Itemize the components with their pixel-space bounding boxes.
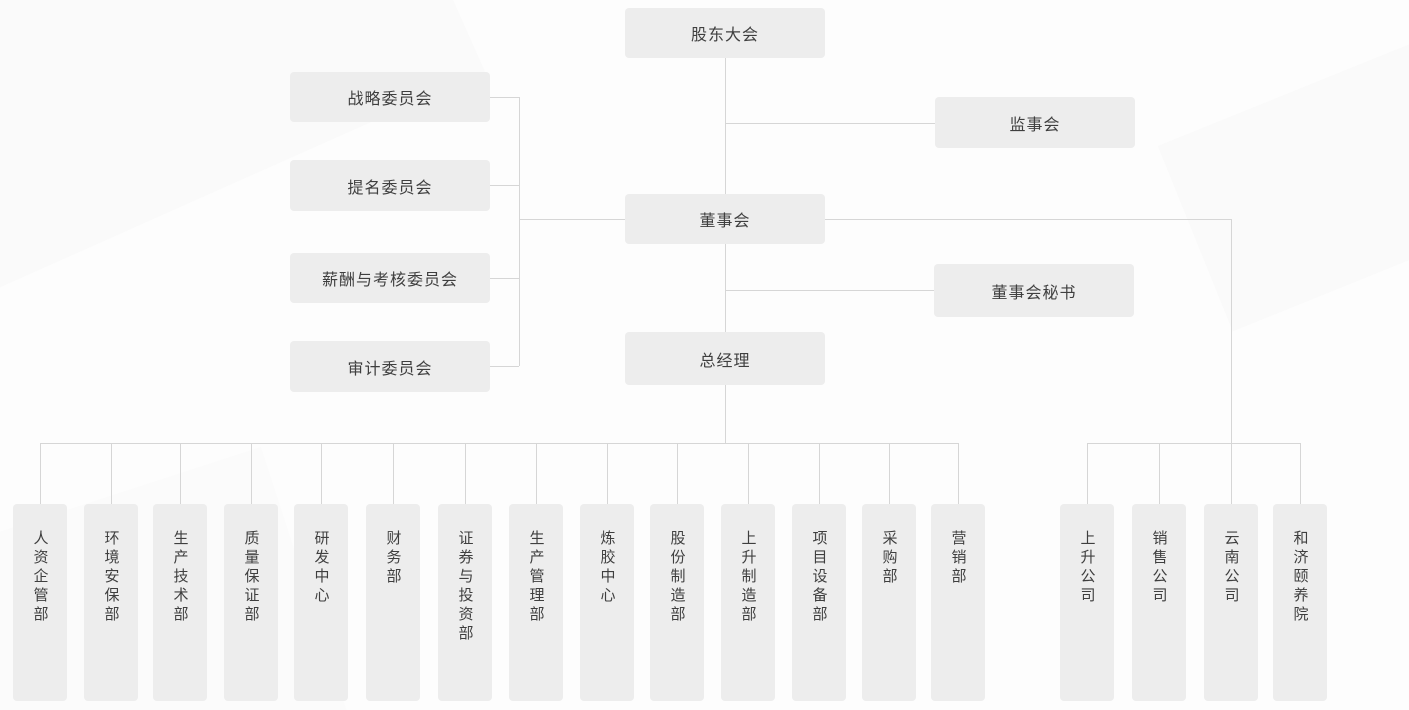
node-nomination-committee: 提名委员会: [290, 160, 490, 211]
dept-shangsheng-manufacturing: 上升制造部: [721, 504, 775, 701]
connector-drop-dept-8: [536, 443, 537, 504]
connector-committees-board: [519, 219, 625, 220]
connector-supervisory: [725, 123, 935, 124]
node-label: 研发中心: [312, 530, 330, 606]
dept-quality-assurance: 质量保证部: [224, 504, 278, 701]
dept-finance: 财务部: [366, 504, 420, 701]
background-wedge-right: [1157, 0, 1409, 332]
connector-drop-dept-5: [321, 443, 322, 504]
connector-drop-dept-3: [180, 443, 181, 504]
connector-shareholders-board: [725, 58, 726, 194]
connector-drop-dept-14: [958, 443, 959, 504]
node-label: 生产管理部: [527, 530, 545, 625]
node-label: 证券与投资部: [456, 530, 474, 644]
connector-drop-dept-12: [819, 443, 820, 504]
dept-rd-center: 研发中心: [294, 504, 348, 701]
node-label: 项目设备部: [810, 530, 828, 625]
node-label: 和济颐养院: [1291, 530, 1309, 625]
dept-production-tech: 生产技术部: [153, 504, 207, 701]
node-label: 上升制造部: [739, 530, 757, 625]
connector-drop-dept-4: [251, 443, 252, 504]
connector-remuneration-stub: [490, 278, 519, 279]
connector-subsidiaries-bus: [1087, 443, 1300, 444]
node-label: 上升公司: [1078, 530, 1096, 606]
connector-committees-bus: [519, 97, 520, 366]
node-general-manager: 总经理: [625, 332, 825, 385]
connector-audit-stub: [490, 366, 519, 367]
dept-hr-admin: 人资企管部: [13, 504, 67, 701]
connector-drop-dept-11: [748, 443, 749, 504]
node-remuneration-appraisal-committee: 薪酬与考核委员会: [290, 253, 490, 303]
node-shareholders-meeting: 股东大会: [625, 8, 825, 58]
node-board-of-directors: 董事会: [625, 194, 825, 244]
node-label: 监事会: [1009, 116, 1061, 134]
node-label: 提名委员会: [347, 179, 433, 197]
connector-board-gm: [725, 244, 726, 332]
node-label: 营销部: [949, 530, 967, 587]
connector-right-branch-down: [1231, 219, 1232, 443]
node-label: 采购部: [880, 530, 898, 587]
node-label: 云南公司: [1222, 530, 1240, 606]
connector-board-right-branch: [825, 219, 1231, 220]
sub-yunnan-company: 云南公司: [1204, 504, 1258, 701]
dept-gufen-manufacturing: 股份制造部: [650, 504, 704, 701]
connector-drop-sub-1: [1087, 443, 1088, 504]
node-label: 薪酬与考核委员会: [321, 272, 458, 289]
node-label: 炼胶中心: [598, 530, 616, 606]
node-label: 战略委员会: [347, 91, 433, 108]
node-strategy-committee: 战略委员会: [290, 72, 490, 122]
node-label: 总经理: [699, 352, 751, 370]
connector-drop-sub-3: [1231, 443, 1232, 504]
connector-nomination-stub: [490, 185, 519, 186]
connector-secretary: [725, 290, 934, 291]
connector-gm-down: [725, 385, 726, 443]
connector-drop-dept-7: [465, 443, 466, 504]
connector-drop-dept-2: [111, 443, 112, 504]
node-label: 人资企管部: [31, 530, 49, 625]
node-label: 审计委员会: [347, 360, 433, 378]
connector-drop-sub-2: [1159, 443, 1160, 504]
dept-production-management: 生产管理部: [509, 504, 563, 701]
node-label: 股东大会: [690, 27, 759, 44]
node-label: 环境安保部: [102, 530, 120, 625]
connector-drop-sub-4: [1300, 443, 1301, 504]
connector-drop-dept-9: [607, 443, 608, 504]
dept-procurement: 采购部: [862, 504, 916, 701]
dept-marketing: 营销部: [931, 504, 985, 701]
node-label: 股份制造部: [668, 530, 686, 625]
node-label: 生产技术部: [171, 530, 189, 625]
node-audit-committee: 审计委员会: [290, 341, 490, 392]
connector-drop-dept-10: [677, 443, 678, 504]
connector-drop-dept-1: [40, 443, 41, 504]
node-supervisory-board: 监事会: [935, 97, 1135, 148]
node-label: 销售公司: [1150, 530, 1168, 606]
dept-securities-investment: 证券与投资部: [438, 504, 492, 701]
dept-rubber-mixing-center: 炼胶中心: [580, 504, 634, 701]
connector-drop-dept-6: [393, 443, 394, 504]
sub-heji-nursing-home: 和济颐养院: [1273, 504, 1327, 701]
sub-sales-company: 销售公司: [1132, 504, 1186, 701]
dept-environment-safety: 环境安保部: [84, 504, 138, 701]
sub-shangsheng-company: 上升公司: [1060, 504, 1114, 701]
node-label: 董事会秘书: [991, 284, 1077, 302]
connector-strategy-stub: [490, 97, 519, 98]
node-board-secretary: 董事会秘书: [934, 264, 1134, 317]
connector-drop-dept-13: [889, 443, 890, 504]
dept-project-equipment: 项目设备部: [792, 504, 846, 701]
node-label: 财务部: [384, 530, 402, 587]
node-label: 董事会: [699, 213, 751, 230]
connector-departments-bus: [40, 443, 958, 444]
node-label: 质量保证部: [242, 530, 260, 625]
